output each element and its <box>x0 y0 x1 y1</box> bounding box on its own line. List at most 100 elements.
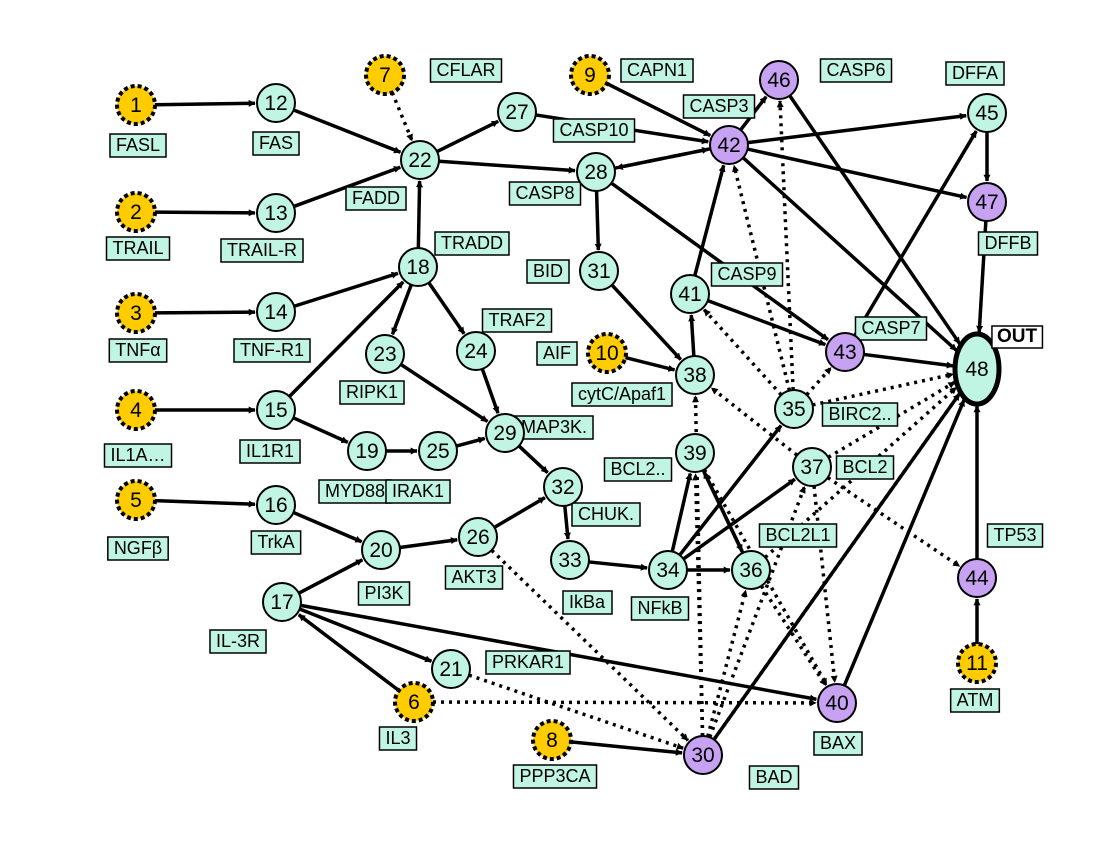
node-label-box-14 <box>233 338 311 363</box>
node-shape-43 <box>825 332 865 372</box>
node-24: 24 <box>456 331 496 371</box>
node-shape-11 <box>956 642 998 684</box>
node-label-box-1 <box>109 133 167 158</box>
node-16: 16 <box>256 485 296 525</box>
node-21: 21 <box>431 649 471 689</box>
node-label-text-5: NGFβ <box>114 538 162 558</box>
node-shape-14 <box>256 292 296 332</box>
edge-34-to-39 <box>670 472 693 552</box>
node-11: 11 <box>956 642 998 684</box>
node-number-29: 29 <box>493 422 516 445</box>
edge-30-to-48 <box>712 392 961 741</box>
edge-10-to-38 <box>625 355 676 372</box>
node-label-box-15 <box>239 439 301 464</box>
edge-2-to-13 <box>154 209 256 217</box>
edge-7-to-22 <box>390 91 414 142</box>
node-number-40: 40 <box>825 692 848 715</box>
node-label-text-7: CFLAR <box>436 60 495 80</box>
node-shape-18 <box>398 247 438 287</box>
node-label-text-44: TP53 <box>993 525 1036 545</box>
node-9: 9 <box>569 54 611 96</box>
node-label-39: BCL2.. <box>603 457 673 482</box>
node-label-box-8 <box>512 764 598 789</box>
node-shape-30 <box>683 735 723 775</box>
node-number-24: 24 <box>464 340 488 363</box>
node-1: 1 <box>115 84 157 126</box>
node-shape-16 <box>256 485 296 525</box>
node-shape-47 <box>967 182 1007 222</box>
node-label-9: CAPN1 <box>620 58 694 83</box>
node-label-box-44 <box>986 523 1044 548</box>
node-42: 42 <box>709 125 749 165</box>
node-label-box-30 <box>748 765 800 790</box>
node-label-33: IkBa <box>562 590 613 615</box>
edge-28-to-43 <box>610 181 830 342</box>
edge-43-to-48 <box>863 352 954 369</box>
node-label-43: CASP7 <box>854 316 928 341</box>
node-number-11: 11 <box>966 652 988 675</box>
node-number-26: 26 <box>466 526 489 549</box>
node-label-text-15: IL1R1 <box>246 441 294 461</box>
edge-35-to-48 <box>812 372 954 407</box>
edge-35-to-42 <box>732 164 792 391</box>
node-43: 43 <box>825 332 865 372</box>
node-shape-10 <box>586 332 628 374</box>
node-label-text-41: CASP9 <box>717 264 776 284</box>
node-label-text-38: cytC/Apaf1 <box>578 384 666 404</box>
edge-31-to-38 <box>610 283 683 361</box>
node-18: 18 <box>398 247 438 287</box>
node-17: 17 <box>262 582 302 622</box>
node-label-44: TP53 <box>986 523 1044 548</box>
node-label-4: IL1A… <box>103 443 173 468</box>
node-label-box-35 <box>821 402 899 427</box>
node-label-text-24: TRAF2 <box>488 310 545 330</box>
node-label-23: RIPK1 <box>339 380 405 405</box>
node-shape-12 <box>256 83 296 123</box>
node-number-19: 19 <box>355 440 378 463</box>
output-label: OUT <box>991 325 1044 349</box>
node-41: 41 <box>670 274 710 314</box>
node-shape-35 <box>774 389 814 429</box>
node-14: 14 <box>256 292 296 332</box>
node-number-2: 2 <box>130 201 142 224</box>
node-label-text-2: TRAIL <box>112 238 163 258</box>
node-label-text-22: FADD <box>352 188 400 208</box>
node-label-box-18 <box>434 231 510 256</box>
node-label-text-23: RIPK1 <box>346 382 398 402</box>
edge-29-to-32 <box>517 444 549 474</box>
edge-18-to-22 <box>415 180 423 249</box>
edge-15-to-19 <box>292 416 349 444</box>
node-number-20: 20 <box>369 539 392 562</box>
node-number-44: 44 <box>965 567 989 590</box>
node-7: 7 <box>364 54 406 96</box>
node-shape-36 <box>731 550 771 590</box>
node-37: 37 <box>792 447 832 487</box>
node-label-text-30: BAD <box>755 767 792 787</box>
node-label-box-7 <box>429 58 503 83</box>
node-label-19: MYD88 <box>318 479 392 504</box>
node-label-3: TNFα <box>108 338 168 363</box>
node-shape-8 <box>531 719 573 761</box>
node-shape-22 <box>400 140 440 180</box>
edge-37-to-38 <box>710 386 799 457</box>
node-label-box-21 <box>485 650 571 675</box>
node-label-text-27: CASP10 <box>559 120 628 140</box>
node-number-28: 28 <box>584 161 607 184</box>
node-label-11: ATM <box>949 688 1001 713</box>
node-19: 19 <box>347 431 387 471</box>
node-label-box-47 <box>977 231 1039 256</box>
node-label-text-39: BCL2.. <box>610 459 665 479</box>
edge-3-to-14 <box>154 308 256 316</box>
node-number-18: 18 <box>406 256 429 279</box>
node-label-box-45 <box>945 61 1005 86</box>
node-label-box-5 <box>107 536 169 561</box>
node-label-35: BIRC2.. <box>821 402 899 427</box>
node-label-26: AKT3 <box>444 565 504 590</box>
edge-16-to-20 <box>292 510 363 544</box>
node-number-9: 9 <box>584 64 596 87</box>
node-13: 13 <box>256 193 296 233</box>
node-45: 45 <box>967 93 1007 133</box>
node-label-31: BID <box>526 259 570 284</box>
